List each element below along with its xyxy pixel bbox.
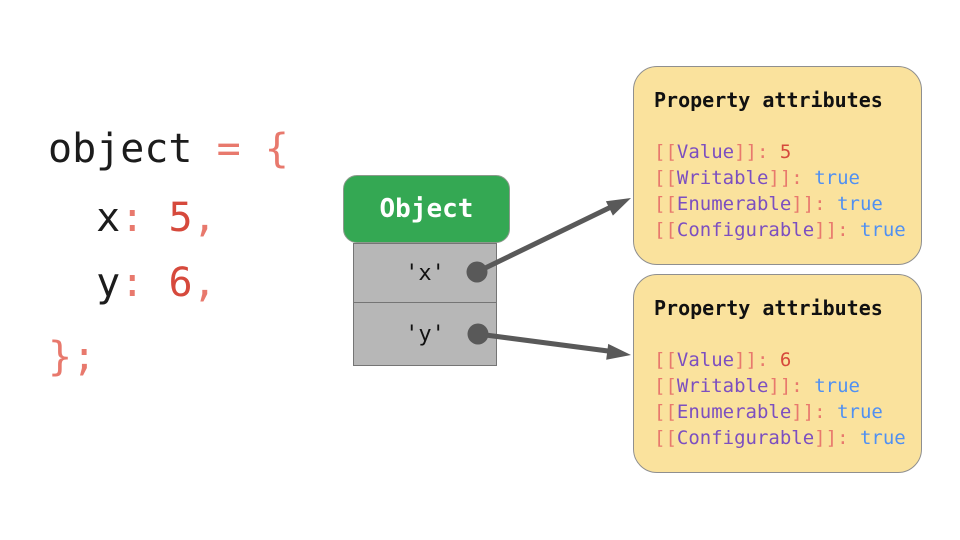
property-attributes-list: [[Value]]: 6 [[Writable]]: true [[Enumer… bbox=[654, 347, 906, 451]
code-token: [[ bbox=[654, 193, 677, 215]
object-cell-y: 'y' bbox=[353, 302, 497, 366]
code-token: ]] bbox=[814, 219, 838, 241]
code-token: { bbox=[264, 126, 289, 172]
code-token bbox=[144, 260, 168, 306]
code-token: true bbox=[859, 219, 906, 241]
code-line-object-open: object = { bbox=[48, 127, 289, 171]
code-token: x bbox=[48, 195, 121, 241]
code-token: [[ bbox=[654, 167, 677, 189]
code-line-property-x: x: 5, bbox=[48, 195, 217, 241]
code-token: , bbox=[192, 195, 217, 241]
code-token: : bbox=[837, 219, 860, 241]
code-token: 5 bbox=[779, 141, 792, 163]
code-token: Value bbox=[676, 141, 735, 163]
code-token: 6 bbox=[168, 260, 193, 306]
code-token: [[ bbox=[654, 349, 677, 371]
code-token: : bbox=[791, 167, 815, 189]
code-token: [[ bbox=[654, 141, 677, 163]
code-token: , bbox=[192, 260, 217, 306]
code-token: ]] bbox=[734, 349, 757, 371]
attr-line-configurable: [[Configurable]]: true bbox=[654, 217, 906, 243]
code-token: true bbox=[837, 401, 883, 423]
attr-line-writable: [[Writable]]: true bbox=[654, 165, 901, 191]
code-token: [[ bbox=[654, 427, 677, 449]
code-token: Configurable bbox=[676, 427, 815, 449]
code-token: true bbox=[814, 167, 860, 189]
object-header-box: Object bbox=[343, 175, 510, 243]
property-attributes-title: Property attributes bbox=[654, 296, 883, 320]
code-token: ]] bbox=[791, 401, 815, 423]
attr-line-enumerable: [[Enumerable]]: true bbox=[654, 399, 901, 425]
object-cell-y-label: 'y' bbox=[405, 321, 445, 347]
code-token: : bbox=[814, 401, 838, 423]
code-token bbox=[144, 195, 168, 241]
code-token: ]] bbox=[814, 427, 838, 449]
property-attributes-box-y: Property attributes [[Value]]: 6 [[Writa… bbox=[633, 274, 922, 473]
attr-line-value: [[Value]]: 6 bbox=[654, 347, 901, 373]
code-token: [[ bbox=[654, 401, 677, 423]
code-token: [[ bbox=[654, 375, 677, 397]
property-attributes-box-x: Property attributes [[Value]]: 5 [[Writa… bbox=[633, 66, 922, 265]
code-token: : bbox=[837, 427, 860, 449]
code-line-property-y: y: 6, bbox=[48, 260, 217, 306]
code-token: : bbox=[120, 260, 145, 306]
code-token: Writable bbox=[676, 167, 769, 189]
code-token: Configurable bbox=[676, 219, 815, 241]
code-token: true bbox=[859, 427, 906, 449]
code-token: Enumerable bbox=[676, 401, 792, 423]
code-token: ]] bbox=[768, 375, 792, 397]
property-attributes-list: [[Value]]: 5 [[Writable]]: true [[Enumer… bbox=[654, 139, 906, 243]
code-token: : bbox=[756, 141, 780, 163]
object-cell-x-label: 'x' bbox=[405, 260, 445, 286]
code-token: Value bbox=[676, 349, 735, 371]
code-token: ]] bbox=[791, 193, 815, 215]
code-token: Enumerable bbox=[676, 193, 792, 215]
attr-line-writable: [[Writable]]: true bbox=[654, 373, 901, 399]
code-token: ]] bbox=[768, 167, 792, 189]
object-header-label: Object bbox=[379, 194, 474, 224]
code-line-object-close: }; bbox=[48, 335, 96, 379]
code-token: 6 bbox=[779, 349, 792, 371]
attr-line-value: [[Value]]: 5 bbox=[654, 139, 901, 165]
code-token: }; bbox=[48, 334, 97, 380]
object-property-cells: 'x' 'y' bbox=[353, 243, 497, 366]
code-token: y bbox=[48, 260, 121, 306]
code-token: : bbox=[120, 195, 145, 241]
code-token: [[ bbox=[654, 219, 677, 241]
code-token: 5 bbox=[168, 195, 193, 241]
code-token: : bbox=[814, 193, 838, 215]
code-token: Writable bbox=[676, 375, 769, 397]
code-token: : bbox=[791, 375, 815, 397]
attr-line-enumerable: [[Enumerable]]: true bbox=[654, 191, 901, 217]
code-token: true bbox=[837, 193, 883, 215]
code-token: object bbox=[48, 126, 193, 172]
code-token: = bbox=[192, 126, 265, 172]
code-token: true bbox=[814, 375, 860, 397]
property-attributes-title: Property attributes bbox=[654, 88, 883, 112]
code-token: ]] bbox=[734, 141, 757, 163]
attr-line-configurable: [[Configurable]]: true bbox=[654, 425, 906, 451]
code-token: : bbox=[756, 349, 780, 371]
object-cell-x: 'x' bbox=[353, 243, 497, 303]
